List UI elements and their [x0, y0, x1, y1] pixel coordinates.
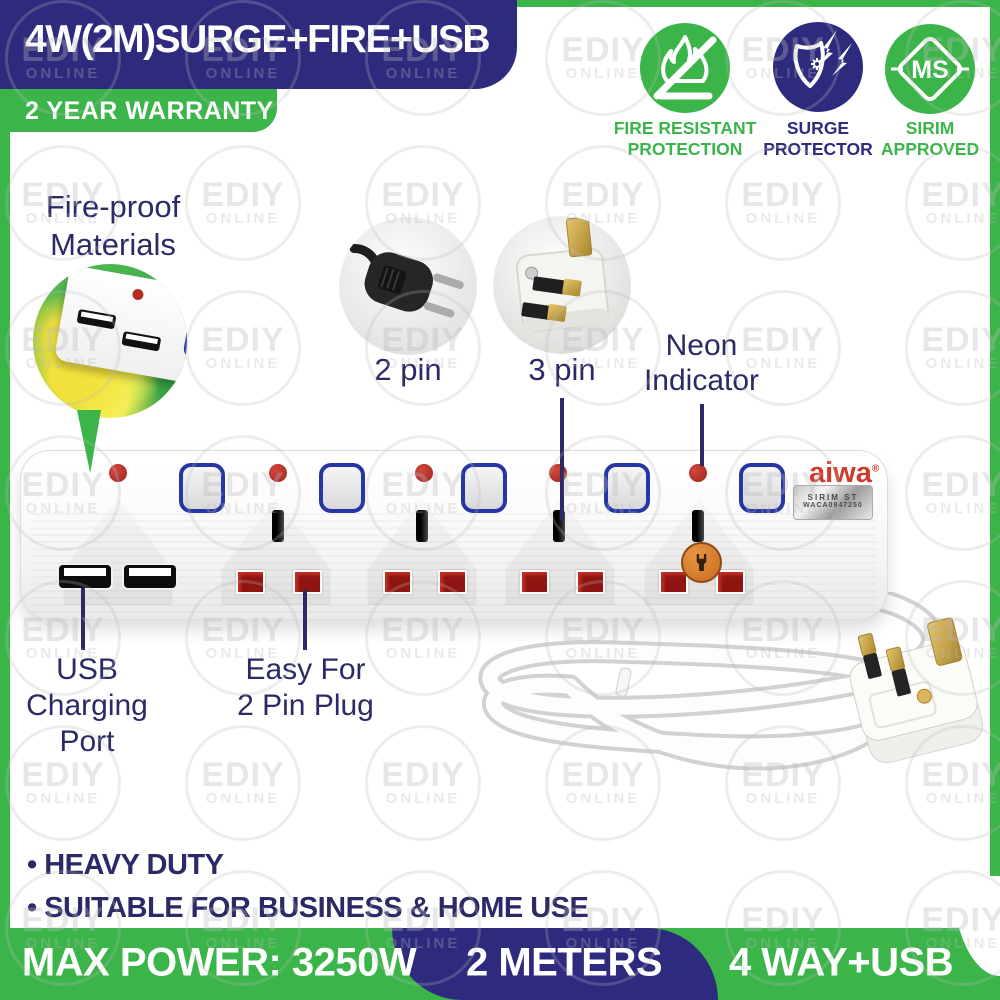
brand-trademark: ®	[871, 463, 880, 475]
neon-indicator-dot	[415, 464, 433, 482]
strip-highlight	[29, 454, 879, 488]
live-slot	[383, 570, 412, 594]
switch-button	[179, 463, 225, 513]
neutral-slot	[716, 570, 745, 594]
power-cable	[478, 592, 984, 771]
neon-indicator-dot	[689, 464, 707, 482]
warranty-banner: 2 YEAR WARRANTY	[0, 89, 277, 132]
earth-slot	[272, 510, 284, 542]
footer-length: 2 METERS	[465, 940, 663, 985]
fire-badge-line2: PROTECTION	[627, 139, 743, 159]
earth-slot	[692, 510, 704, 542]
footer-max-power: MAX POWER: 3250W	[21, 940, 417, 985]
usb-port	[121, 331, 162, 352]
easy-2pin-callout: Easy For 2 Pin Plug	[213, 652, 398, 724]
surge-badge-line2: PROTECTOR	[763, 139, 873, 159]
usb-port	[76, 308, 117, 330]
uk-plug-icon	[493, 216, 631, 354]
easy-pointer-line	[303, 590, 307, 650]
usb-callout-line3: Port	[59, 725, 115, 758]
euro-plug-icon	[339, 217, 477, 355]
surge-badge-line1: SURGE	[786, 118, 850, 138]
fireproof-callout: Fire-proof Materials	[13, 188, 213, 264]
strip-ridges	[31, 513, 877, 613]
sirim-badge: MS	[885, 24, 975, 114]
fireproof-line1: Fire-proof	[45, 189, 181, 224]
three-pin-pointer-line	[560, 398, 564, 520]
fire-resistant-badge	[640, 23, 730, 113]
warranty-label: 2 YEAR WARRANTY	[25, 97, 274, 125]
neon-line2: Indicator	[643, 364, 760, 397]
two-pin-label: 2 pin	[374, 352, 442, 387]
no-fire-icon	[640, 23, 730, 113]
earth-slot	[416, 510, 428, 542]
fire-badge-line1: FIRE RESISTANT	[613, 118, 757, 138]
fireproof-strip-fragment	[53, 264, 187, 388]
sticker-line1: SIRIM ST	[807, 493, 859, 502]
three-pin-plug-photo	[493, 216, 631, 354]
brand-text: aiwa	[809, 457, 872, 489]
fireproof-inset-photo	[33, 264, 187, 418]
frame-left	[0, 0, 10, 1000]
live-slot	[520, 570, 549, 594]
live-slot	[236, 570, 265, 594]
neon-indicator-dot	[549, 464, 567, 482]
switch-button	[319, 463, 365, 513]
neon-line1: Neon	[665, 329, 738, 362]
neon-dot	[131, 288, 145, 301]
switch-button	[461, 463, 507, 513]
surge-shield-icon	[773, 22, 863, 112]
feature-heavy-duty: • HEAVY DUTY	[27, 849, 224, 881]
usb-pointer-line	[81, 588, 85, 650]
sirim-badge-line2: APPROVED	[880, 139, 980, 159]
live-slot	[659, 570, 688, 594]
easy-callout-line1: Easy For	[245, 653, 366, 686]
usb-callout-line2: Charging	[26, 689, 148, 722]
two-pin-plug-photo	[339, 217, 477, 355]
fire-badge-caption: FIRE RESISTANT PROTECTION	[600, 118, 770, 160]
footer-navy-segment	[392, 928, 718, 1000]
sirim-badge-line1: SIRIM	[905, 118, 955, 138]
frame-right	[990, 0, 1000, 1000]
usb-port	[124, 565, 176, 588]
uk-mains-plug	[849, 617, 984, 764]
ms-logo-text: MS	[911, 56, 949, 84]
safety-sticker	[681, 542, 722, 583]
fireproof-line2: Materials	[50, 227, 176, 262]
surge-badge-caption: SURGE PROTECTOR	[733, 118, 903, 160]
feature-suitable: • SUITABLE FOR BUSINESS & HOME USE	[27, 892, 589, 924]
three-pin-label: 3 pin	[528, 352, 596, 387]
product-title: 4W(2M)SURGE+FIRE+USB	[25, 18, 491, 61]
neon-indicator-callout: Neon Indicator	[620, 328, 783, 398]
plug-glyph-icon	[696, 554, 707, 571]
neon-indicator-dot	[269, 464, 287, 482]
footer-ways: 4 WAY+USB	[728, 940, 954, 985]
brand-logo: aiwa®	[809, 457, 879, 490]
usb-port	[59, 565, 111, 588]
switch-button	[604, 463, 650, 513]
power-strip: aiwa® SIRIM ST WACA0947250	[20, 450, 888, 620]
sirim-hologram-sticker: SIRIM ST WACA0947250	[793, 485, 873, 520]
neon-indicator-dot	[109, 464, 127, 482]
title-banner: 4W(2M)SURGE+FIRE+USB	[0, 0, 517, 89]
ms-diamond-icon: MS	[885, 24, 975, 114]
switch-ring	[182, 312, 187, 366]
usb-charging-callout: USB Charging Port	[6, 652, 168, 760]
easy-callout-line2: 2 Pin Plug	[237, 689, 374, 722]
usb-callout-line1: USB	[56, 653, 118, 686]
neutral-slot	[576, 570, 605, 594]
surge-protector-badge	[773, 22, 863, 112]
neutral-slot	[438, 570, 467, 594]
neutral-slot	[293, 570, 322, 594]
neon-pointer-line	[700, 404, 704, 466]
sirim-badge-caption: SIRIM APPROVED	[845, 118, 1000, 160]
sticker-line2: WACA0947250	[803, 502, 863, 509]
switch-button	[739, 463, 785, 513]
